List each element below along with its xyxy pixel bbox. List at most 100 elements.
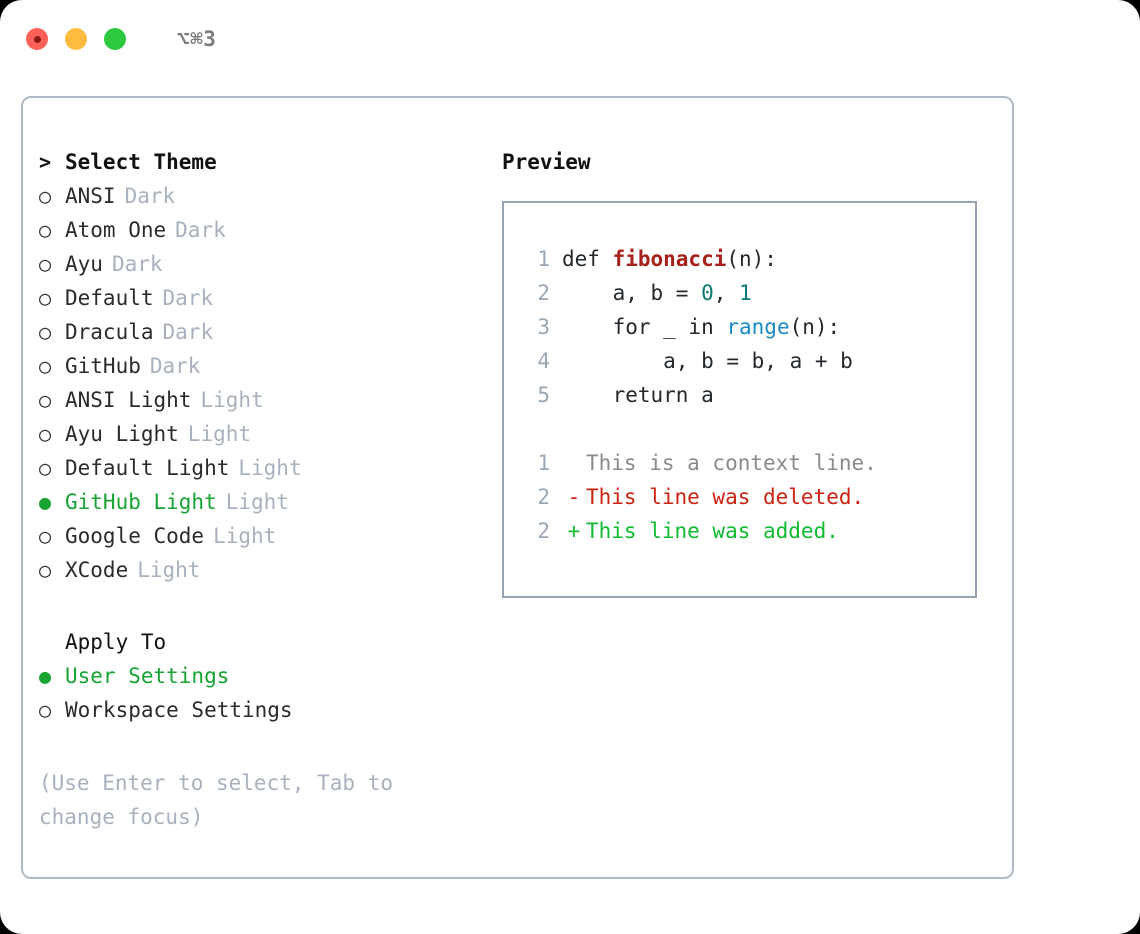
theme-list-item[interactable]: ○ GitHub Dark	[39, 354, 499, 388]
code-token: def	[562, 247, 613, 271]
theme-list-item[interactable]: ○ ANSI Light Light	[39, 388, 499, 422]
select-theme-header: > Select Theme	[39, 150, 499, 184]
radio-unselected-icon: ○	[39, 388, 52, 412]
code-line-text: return a	[562, 383, 714, 407]
theme-variant-tag: Dark	[162, 286, 214, 310]
apply-to-header: Apply To	[39, 630, 499, 664]
radio-unselected-icon: ○	[39, 252, 52, 276]
line-number: 3	[537, 315, 550, 339]
page-title: Select Theme	[65, 150, 217, 174]
theme-name: XCode	[65, 558, 129, 582]
apply-to-option-label: Workspace Settings	[65, 698, 293, 722]
code-token: 0	[701, 281, 714, 305]
diff-line-text: This line was added.	[586, 519, 839, 543]
line-number: 2	[537, 519, 550, 543]
close-button[interactable]	[26, 28, 48, 50]
code-token: for _ in	[612, 315, 727, 339]
apply-to-option-label: User Settings	[65, 664, 230, 688]
theme-variant-tag: Light	[187, 422, 252, 446]
theme-name: GitHub	[65, 354, 141, 378]
radio-selected-icon: ●	[39, 490, 52, 514]
code-line-text: a, b = b, a + b	[562, 349, 853, 373]
theme-name: ANSI Light	[65, 388, 192, 412]
code-line-text: a, b = 0, 1	[562, 281, 752, 305]
theme-name: GitHub Light	[65, 490, 217, 514]
theme-list-item[interactable]: ○ Ayu Dark	[39, 252, 499, 286]
line-number: 2	[537, 485, 550, 509]
maximize-button[interactable]	[104, 28, 126, 50]
code-line: 3 for _ in range(n):	[520, 315, 975, 349]
theme-list-item[interactable]: ○ Dracula Dark	[39, 320, 499, 354]
theme-list-item[interactable]: ● GitHub Light Light	[39, 490, 499, 524]
code-token: (n):	[726, 247, 777, 271]
line-number: 2	[537, 281, 550, 305]
theme-name: Ayu Light	[65, 422, 179, 446]
radio-unselected-icon: ○	[39, 286, 52, 310]
diff-marker: -	[567, 485, 581, 509]
theme-list-item[interactable]: ○ XCode Light	[39, 558, 499, 592]
radio-unselected-icon: ○	[39, 320, 52, 344]
theme-name: Atom One	[65, 218, 167, 242]
line-number: 5	[537, 383, 550, 407]
theme-name: Google Code	[65, 524, 205, 548]
preview-title: Preview	[502, 150, 591, 174]
code-line: 1 def fibonacci(n):	[520, 247, 975, 281]
theme-variant-tag: Dark	[149, 354, 201, 378]
theme-name: Dracula	[65, 320, 154, 344]
theme-name: Default	[65, 286, 154, 310]
radio-selected-icon: ●	[39, 664, 52, 688]
code-line: 5 return a	[520, 383, 975, 417]
apply-to-option[interactable]: ● User Settings	[39, 664, 499, 698]
diff-line: 2-This line was deleted.	[520, 485, 975, 519]
code-token: ,	[713, 281, 740, 305]
theme-name: Ayu	[65, 252, 103, 276]
keyboard-shortcut-label: ⌥⌘3	[177, 27, 217, 51]
theme-variant-tag: Light	[238, 456, 302, 480]
radio-unselected-icon: ○	[39, 354, 52, 378]
code-token: return a	[612, 383, 714, 407]
code-line-text: for _ in range(n):	[562, 315, 841, 339]
theme-variant-tag: Light	[200, 388, 264, 412]
theme-variant-tag: Light	[137, 558, 201, 582]
code-token: 1	[739, 281, 752, 305]
caret-icon: >	[39, 150, 52, 174]
code-line: 4 a, b = b, a + b	[520, 349, 975, 383]
theme-variant-tag: Dark	[175, 218, 226, 242]
code-token: range	[726, 315, 790, 339]
diff-marker: +	[567, 519, 581, 543]
radio-unselected-icon: ○	[39, 558, 52, 582]
theme-variant-tag: Dark	[162, 320, 214, 344]
theme-name: ANSI	[65, 184, 116, 208]
theme-list-item[interactable]: ○ Atom One Dark	[39, 218, 499, 252]
window-controls	[26, 28, 126, 50]
diff-line: 2 +This line was added.	[520, 519, 975, 553]
apply-to-options: ● User Settings ○ Workspace Settings	[39, 664, 499, 732]
theme-name: Default Light	[65, 456, 230, 480]
radio-unselected-icon: ○	[39, 698, 52, 722]
apply-to-option[interactable]: ○ Workspace Settings	[39, 698, 499, 732]
radio-unselected-icon: ○	[39, 218, 52, 242]
line-number: 1	[537, 247, 550, 271]
theme-list-item[interactable]: ○ Default Dark	[39, 286, 499, 320]
code-token: (n):	[789, 315, 841, 339]
theme-variant-tag: Dark	[111, 252, 163, 276]
code-token: fibonacci	[612, 247, 727, 271]
theme-variant-tag: Light	[225, 490, 289, 514]
code-line-text: def fibonacci(n):	[562, 247, 777, 271]
radio-unselected-icon: ○	[39, 456, 52, 480]
keyboard-hint: (Use Enter to select, Tab to change focu…	[39, 771, 394, 829]
diff-line-text: This is a context line.	[586, 451, 877, 475]
theme-list-item[interactable]: ○ Default Light Light	[39, 456, 499, 490]
minimize-button[interactable]	[65, 28, 87, 50]
